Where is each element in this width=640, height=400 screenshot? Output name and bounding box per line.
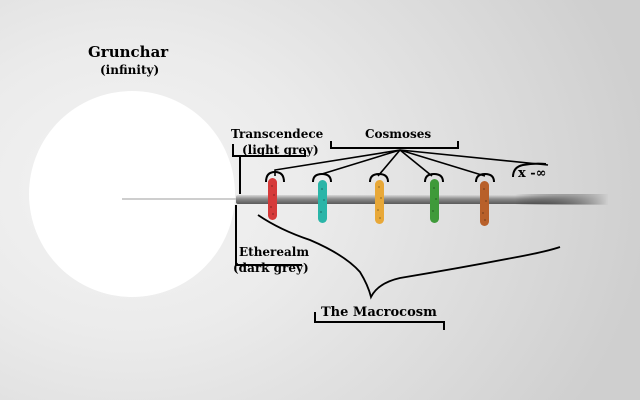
cosmos-capsule-green bbox=[430, 179, 439, 223]
cosmos-capsule-brown bbox=[480, 181, 489, 226]
etherealm-label: Etherealm bbox=[239, 245, 310, 259]
cosmoses-label: Cosmoses bbox=[365, 127, 432, 141]
transcendence-label: Transcendece bbox=[231, 127, 324, 141]
grunchar-subtitle: (infinity) bbox=[100, 63, 160, 77]
cosmos-capsule-red bbox=[268, 178, 277, 220]
macrocosm-connector bbox=[257, 214, 561, 300]
etherealm-sublabel: (dark grey) bbox=[233, 261, 309, 275]
cosmos-capsule-teal bbox=[318, 180, 327, 223]
x-infinity-label: x -∞ bbox=[518, 166, 547, 181]
cosmos-capsules bbox=[268, 178, 489, 226]
grunchar-circle bbox=[29, 91, 235, 297]
transcendence-bracket bbox=[232, 144, 306, 157]
etherealm-bracket bbox=[235, 205, 302, 266]
grunchar-title: Grunchar bbox=[88, 43, 169, 61]
capsule-dots bbox=[270, 185, 487, 221]
transcendence-sublabel: (light grey) bbox=[242, 143, 319, 157]
cosmoses-bracket bbox=[330, 141, 459, 149]
macrocosm-bracket bbox=[314, 312, 445, 330]
macrocosm-label: The Macrocosm bbox=[321, 305, 437, 320]
cosmos-capsule-orange bbox=[375, 180, 384, 224]
cosmoses-fan bbox=[274, 149, 549, 177]
cosmos-hooks bbox=[265, 162, 547, 183]
rod-fade bbox=[236, 194, 608, 205]
